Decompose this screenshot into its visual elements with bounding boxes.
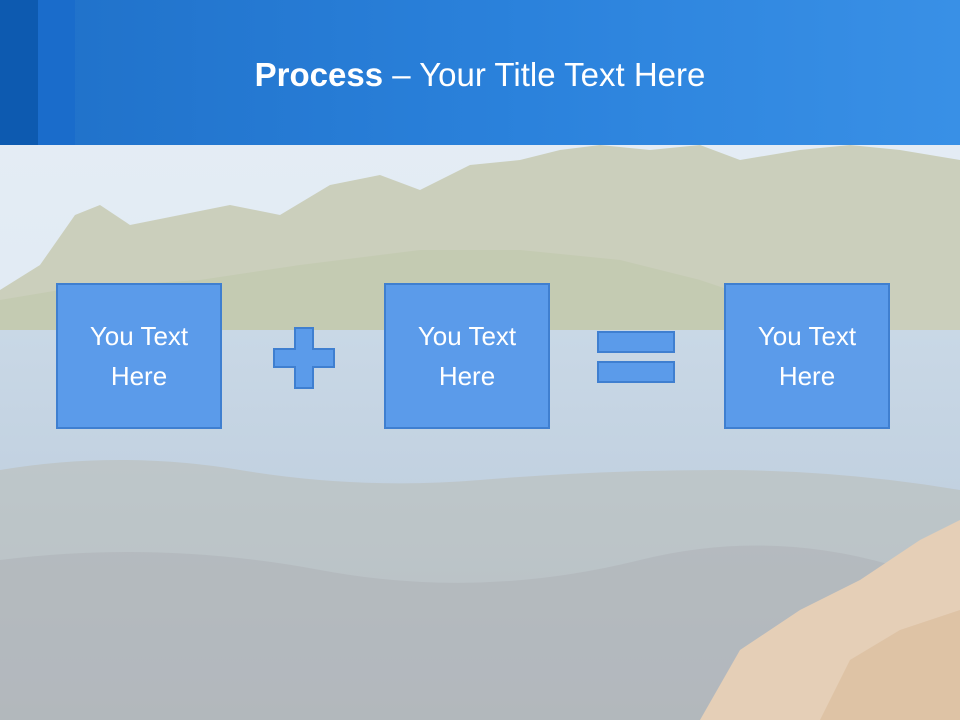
equals-icon: [597, 331, 675, 383]
process-box-3[interactable]: You Text Here: [724, 283, 890, 429]
process-box-3-text: You Text Here: [757, 321, 857, 391]
banner-accent-mid: [38, 0, 75, 145]
slide-title: Process – Your Title Text Here: [75, 52, 885, 98]
process-box-2-text: You Text Here: [417, 321, 517, 391]
title-banner: Process – Your Title Text Here: [0, 0, 960, 145]
process-box-1-text: You Text Here: [89, 321, 189, 391]
slide-title-bold: Process: [254, 56, 384, 93]
slide-title-rest: – Your Title Text Here: [383, 56, 706, 93]
process-box-2[interactable]: You Text Here: [384, 283, 550, 429]
banner-accent-dark: [0, 0, 38, 145]
plus-icon: [273, 327, 335, 389]
process-box-1[interactable]: You Text Here: [56, 283, 222, 429]
